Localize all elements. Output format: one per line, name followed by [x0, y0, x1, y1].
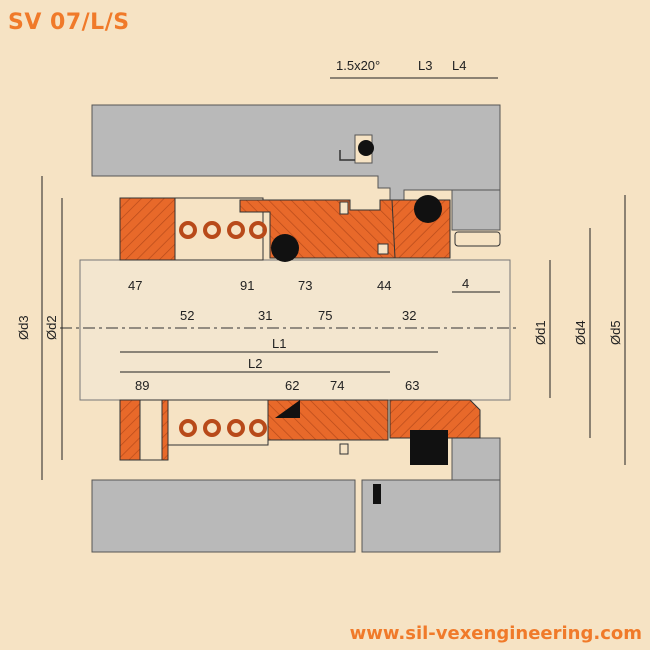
- part-label-73: 73: [298, 278, 312, 293]
- dim-d5: Ød5: [608, 320, 623, 345]
- part-label-89: 89: [135, 378, 149, 393]
- dim-L2: L2: [248, 356, 262, 371]
- part-label-31: 31: [258, 308, 272, 323]
- bottom-seal-assembly: [119, 399, 481, 465]
- part-label-47: 47: [128, 278, 142, 293]
- part-label-91: 91: [240, 278, 254, 293]
- top-seal-assembly: [119, 195, 501, 262]
- part-label-74: 74: [330, 378, 344, 393]
- dim-chamfer: 1.5x20°: [336, 58, 380, 73]
- drawing-title: SV 07/L/S: [8, 10, 130, 35]
- dim-L4: L4: [452, 58, 466, 73]
- part-label-52: 52: [180, 308, 194, 323]
- part-label-62: 62: [285, 378, 299, 393]
- dim-4: 4: [462, 276, 469, 291]
- part-label-63: 63: [405, 378, 419, 393]
- dim-d1: Ød1: [533, 320, 548, 345]
- housing-bottom: [91, 437, 501, 553]
- dim-L1: L1: [272, 336, 286, 351]
- part-label-75: 75: [318, 308, 332, 323]
- part-label-44: 44: [377, 278, 391, 293]
- shaft: [79, 259, 511, 401]
- website-url: www.sil-vexengineering.com: [349, 623, 642, 644]
- dim-d4: Ød4: [573, 320, 588, 345]
- dim-d2: Ød2: [44, 315, 59, 340]
- dimension-lines: [41, 77, 626, 480]
- dim-d3: Ød3: [16, 315, 31, 340]
- dim-L3: L3: [418, 58, 432, 73]
- housing-top: [91, 104, 501, 231]
- part-label-32: 32: [402, 308, 416, 323]
